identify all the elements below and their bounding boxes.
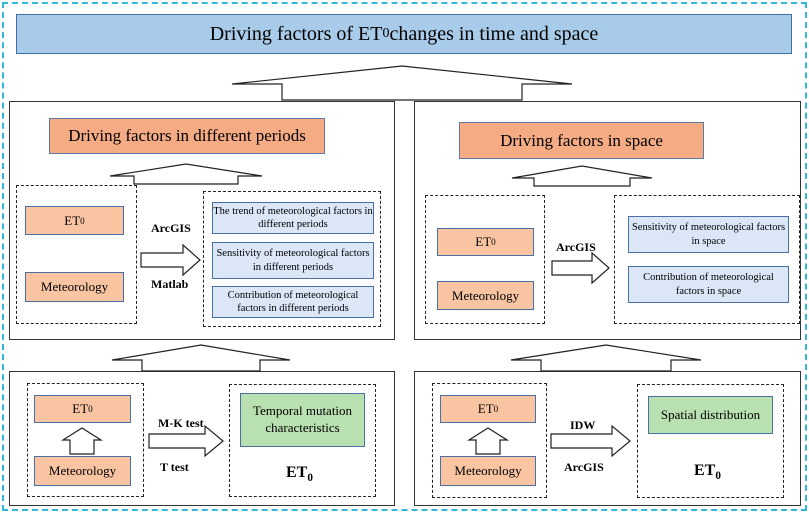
up-arrow-bottom-right bbox=[510, 344, 702, 372]
left-matlab-label: Matlab bbox=[151, 277, 189, 291]
right-panel-header-text: Driving factors in space bbox=[500, 130, 663, 150]
bottom-right-meteorology-text: Meteorology bbox=[454, 463, 522, 478]
left-et0-text: ET bbox=[64, 212, 81, 228]
right-output-1: Sensitivity of meteorological factors in… bbox=[628, 216, 789, 253]
right-arrow-right-panel bbox=[551, 251, 610, 285]
bottom-right-input-group bbox=[432, 383, 547, 498]
right-arrow-bottom-right bbox=[550, 424, 631, 458]
right-output-2: Contribution of meteorological factors i… bbox=[628, 266, 789, 303]
up-arrow-to-left-header bbox=[109, 163, 263, 185]
bottom-left-et0-label: ET0 bbox=[286, 464, 313, 485]
bottom-right-et0-label-sub: 0 bbox=[715, 470, 721, 483]
right-arrow-left-panel bbox=[140, 243, 201, 277]
bottom-right-method-2: ArcGIS bbox=[564, 460, 604, 474]
left-output-group bbox=[203, 191, 381, 327]
up-arrow-bottom-left-inner bbox=[60, 427, 104, 455]
bottom-right-result-group bbox=[637, 384, 784, 498]
right-output-group bbox=[614, 195, 800, 324]
title-prefix: Driving factors of ET bbox=[209, 22, 383, 45]
right-panel-header: Driving factors in space bbox=[459, 122, 704, 159]
bottom-left-method-1: M-K test bbox=[158, 416, 204, 430]
up-arrow-to-title bbox=[231, 65, 573, 101]
left-output-3: Contribution of meteorological factors i… bbox=[212, 286, 374, 318]
right-input-group bbox=[425, 195, 545, 324]
left-output-1: The trend of meteorological factors in d… bbox=[212, 202, 374, 234]
bottom-right-et0-text: ET bbox=[477, 401, 494, 416]
right-meteorology-box: Meteorology bbox=[437, 281, 534, 310]
bottom-left-et0-label-sub: 0 bbox=[307, 472, 313, 485]
bottom-left-meteorology-box: Meteorology bbox=[34, 456, 131, 486]
bottom-left-et0-text: ET bbox=[72, 401, 89, 416]
bottom-right-meteorology-box: Meteorology bbox=[440, 456, 536, 486]
right-arcgis-label: ArcGIS bbox=[556, 240, 596, 254]
bottom-right-et0-label-text: ET bbox=[694, 462, 716, 479]
bottom-right-result-box: Spatial distribution bbox=[648, 396, 773, 434]
up-arrow-bottom-left bbox=[111, 344, 291, 372]
right-meteorology-text: Meteorology bbox=[451, 287, 520, 303]
left-meteorology-text: Meteorology bbox=[40, 279, 109, 294]
bottom-right-et0-label: ET0 bbox=[694, 462, 721, 483]
left-output-2: Sensitivity of meteorological factors in… bbox=[212, 242, 374, 279]
bottom-left-et0-label-text: ET bbox=[286, 464, 308, 481]
left-meteorology-box: Meteorology bbox=[25, 272, 124, 302]
right-arrow-bottom-left bbox=[148, 424, 224, 458]
right-et0-text: ET bbox=[475, 234, 492, 249]
up-arrow-bottom-right-inner bbox=[466, 427, 510, 455]
title-suffix: changes in time and space bbox=[389, 22, 599, 45]
left-input-group bbox=[16, 185, 137, 324]
left-arcgis-label: ArcGIS bbox=[151, 221, 191, 235]
up-arrow-to-right-header bbox=[511, 165, 653, 187]
bottom-left-result-group bbox=[229, 384, 376, 497]
bottom-left-input-group bbox=[27, 383, 144, 497]
bottom-left-result-box: Temporal mutation characteristics bbox=[240, 393, 365, 447]
bottom-left-method-2: T test bbox=[160, 460, 189, 474]
left-panel-header-text: Driving factors in different periods bbox=[68, 126, 306, 145]
bottom-left-meteorology-text: Meteorology bbox=[48, 463, 117, 478]
bottom-right-method-1: IDW bbox=[570, 418, 596, 432]
left-panel-header: Driving factors in different periods bbox=[49, 118, 325, 154]
